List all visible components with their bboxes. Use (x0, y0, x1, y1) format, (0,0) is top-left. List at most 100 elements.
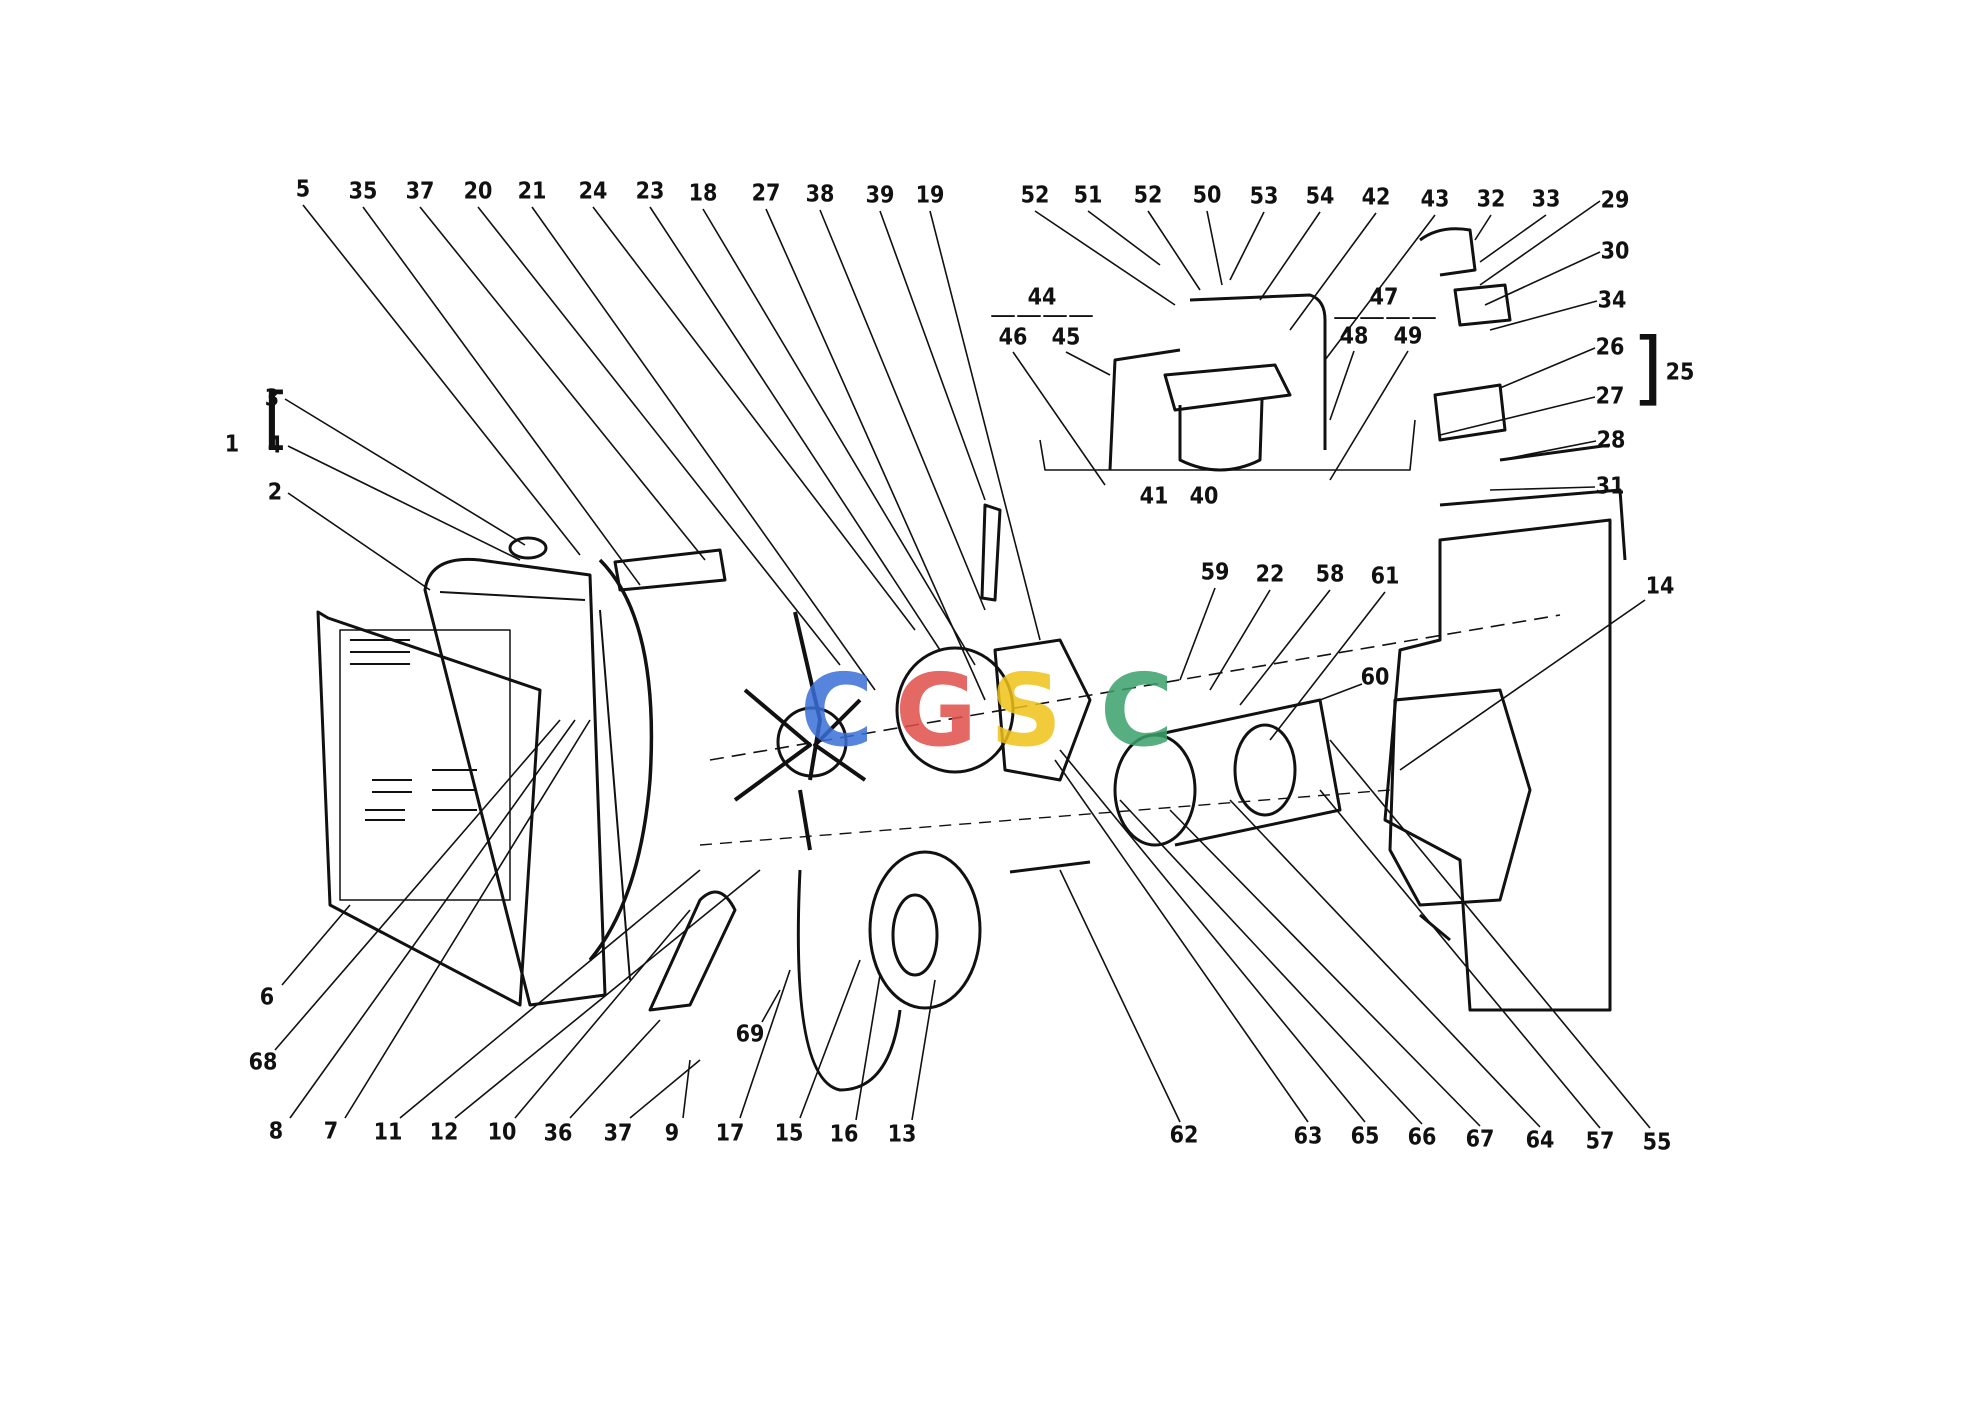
callout-59: 59 (1200, 559, 1230, 586)
callout-62: 62 (1169, 1122, 1199, 1149)
leader-line (855, 974, 881, 1121)
leader-line (879, 210, 986, 501)
leader-line (1329, 739, 1651, 1129)
leader-line (929, 210, 1041, 641)
frame-line (1039, 419, 1416, 471)
pipe-left (1108, 348, 1181, 471)
leader-line (819, 209, 986, 611)
filler-cap (508, 536, 548, 560)
watermark-letter: C (1100, 652, 1173, 769)
fan-hub (776, 706, 848, 778)
filter-head (1163, 363, 1292, 412)
callout-61: 61 (1370, 563, 1400, 590)
callout-27: 27 (751, 180, 781, 207)
crank-pulley (868, 850, 982, 1010)
callout-49: 49 (1393, 323, 1423, 350)
callout-27b: 27 (1595, 383, 1625, 410)
leader-line (702, 208, 976, 666)
lower-hose (648, 890, 737, 1012)
bracket-group-44: ———— (990, 300, 1094, 330)
leader-line (1034, 210, 1176, 306)
callout-48: 48 (1339, 323, 1369, 350)
leader-line (1054, 759, 1309, 1123)
pump-pulley (895, 646, 1015, 774)
callout-52a: 52 (1020, 182, 1050, 209)
radiator-tank (439, 591, 631, 981)
callout-41: 41 (1139, 483, 1169, 510)
leader-line (1489, 486, 1596, 491)
leader-line (1059, 749, 1366, 1123)
leader-line (1319, 683, 1363, 701)
leader-line (1329, 350, 1355, 421)
leader-line (911, 979, 936, 1121)
leader-line (344, 719, 591, 1119)
bracket-group-25: ] (1632, 321, 1664, 414)
watermark-letter: G (895, 652, 977, 769)
callout-54: 54 (1305, 183, 1335, 210)
leader-line (454, 869, 761, 1119)
callout-29: 29 (1600, 187, 1630, 214)
leader-line (287, 445, 521, 561)
callout-21: 21 (517, 178, 547, 205)
leader-line (274, 719, 561, 1051)
leader-line (514, 909, 691, 1119)
leader-line (1489, 300, 1598, 331)
generator-pulley (1233, 723, 1297, 817)
leader-line (1229, 211, 1265, 281)
leader-line (302, 204, 581, 556)
leader-line (1229, 799, 1541, 1128)
leader-line (362, 206, 641, 586)
callout-35: 35 (348, 178, 378, 205)
callout-46: 46 (998, 324, 1028, 351)
callout-51: 51 (1073, 182, 1103, 209)
leader-line (1179, 587, 1216, 681)
callout-6: 6 (259, 984, 275, 1011)
leader-line (1147, 210, 1201, 291)
leader-line (1319, 789, 1601, 1129)
callout-68: 68 (248, 1049, 278, 1076)
long-bolt (1009, 860, 1091, 874)
leader-line (1399, 599, 1646, 771)
leader-line (739, 969, 791, 1119)
leader-line (531, 206, 876, 691)
bracket-group-47: ———— (1333, 302, 1437, 332)
callout-65: 65 (1350, 1123, 1380, 1150)
callout-63: 63 (1293, 1123, 1323, 1150)
group-label-44: 44 (1027, 284, 1057, 311)
callout-23: 23 (635, 178, 665, 205)
callout-37: 37 (405, 178, 435, 205)
callout-32: 32 (1476, 186, 1506, 213)
callout-42: 42 (1361, 184, 1391, 211)
callout-20: 20 (463, 178, 493, 205)
leader-line (1269, 591, 1386, 741)
radiator-core (423, 557, 607, 1007)
callout-11: 11 (373, 1119, 403, 1146)
callout-17: 17 (715, 1120, 745, 1147)
watermark-letter: S (990, 652, 1062, 769)
callout-31: 31 (1595, 473, 1625, 500)
callout-3: 3 (264, 385, 280, 412)
callout-7: 7 (323, 1118, 339, 1145)
filter-bowl (1178, 399, 1264, 472)
callout-30: 30 (1600, 238, 1630, 265)
leader-line (399, 869, 701, 1119)
callout-9: 9 (664, 1120, 680, 1147)
callout-19: 19 (915, 182, 945, 209)
leader-line (765, 208, 986, 701)
watermark-letter: C (800, 652, 873, 769)
callout-2: 2 (267, 479, 283, 506)
leader-line (1169, 809, 1481, 1127)
callout-38: 38 (805, 181, 835, 208)
callout-43: 43 (1420, 186, 1450, 213)
leader-line (289, 719, 576, 1119)
leader-line (1289, 212, 1377, 331)
leader-line (284, 398, 526, 546)
leader-line (1479, 200, 1601, 286)
group-label-25: 25 (1665, 359, 1695, 386)
leader-line (1209, 589, 1271, 691)
callout-13: 13 (887, 1121, 917, 1148)
leader-line (1087, 210, 1161, 266)
callout-5: 5 (295, 176, 311, 203)
